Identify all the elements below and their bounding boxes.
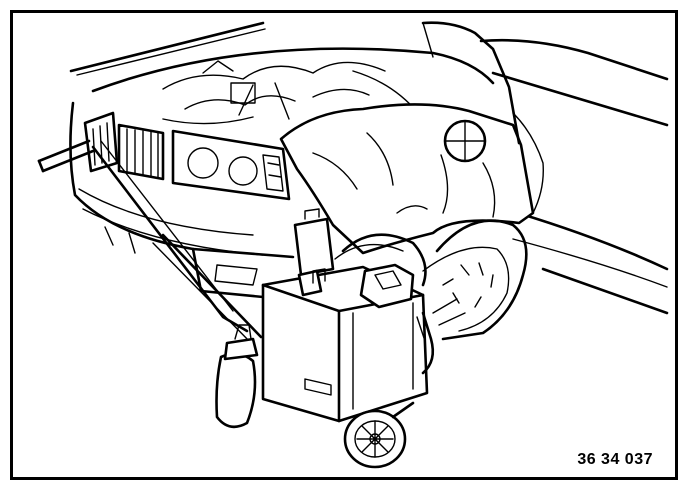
illustration-frame: 36 34 037 <box>10 10 678 480</box>
kidney-grille <box>83 111 165 181</box>
cart-handle <box>416 311 435 375</box>
filler-hose <box>334 233 427 287</box>
collection-container <box>261 263 429 423</box>
car-body <box>479 38 669 315</box>
coolant-reservoir <box>293 208 335 277</box>
front-wheel <box>422 219 528 341</box>
hand-pump <box>215 324 259 429</box>
technical-illustration <box>37 21 669 469</box>
fender-cover <box>279 21 544 255</box>
cart-wheel <box>343 401 415 469</box>
emblem <box>443 119 487 163</box>
figure-number: 36 34 037 <box>577 451 653 468</box>
open-hood <box>69 21 266 76</box>
headlights <box>171 129 291 201</box>
engine-bay <box>91 47 495 125</box>
